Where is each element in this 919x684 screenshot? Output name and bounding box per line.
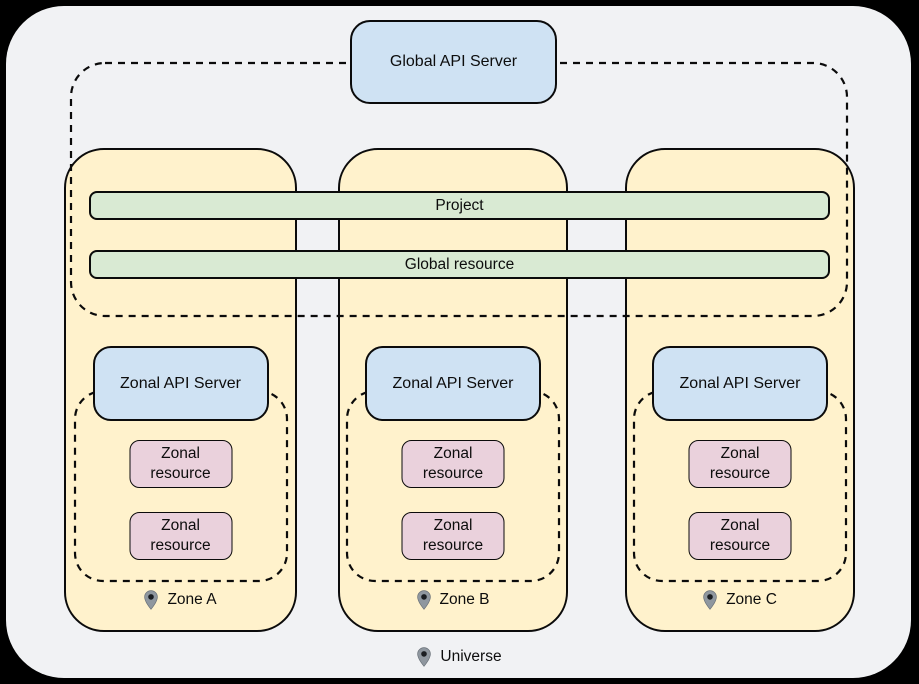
location-pin-icon <box>144 590 159 610</box>
zonal-resource-label: Zonal resource <box>150 517 211 554</box>
zone-b-container: Zonal resource Zonal resource Zonal API … <box>338 148 568 632</box>
zone-label: Zone B <box>340 590 566 610</box>
zone-name: Zone C <box>726 591 777 608</box>
zonal-api-server: Zonal API Server <box>365 346 541 421</box>
zone-label: Zone C <box>627 590 853 610</box>
zonal-resource: Zonal resource <box>688 512 792 560</box>
zone-a-container: Zonal resource Zonal resource Zonal API … <box>64 148 297 632</box>
universe-name: Universe <box>440 648 502 665</box>
zone-label: Zone A <box>66 590 295 610</box>
zone-name: Zone A <box>167 591 217 608</box>
zonal-resource-label: Zonal resource <box>422 517 484 554</box>
zonal-resource-label: Zonal resource <box>150 445 211 482</box>
zonal-api-server-label: Zonal API Server <box>120 374 241 392</box>
zonal-resource: Zonal resource <box>401 440 505 488</box>
zonal-resource: Zonal resource <box>129 440 232 488</box>
location-pin-icon <box>417 647 432 667</box>
zonal-resource-label: Zonal resource <box>422 445 484 482</box>
zonal-resource-label: Zonal resource <box>709 445 771 482</box>
global-resource-bar: Global resource <box>89 250 830 279</box>
location-pin-icon <box>416 590 431 610</box>
zonal-resource: Zonal resource <box>688 440 792 488</box>
zonal-resource-label: Zonal resource <box>709 517 771 554</box>
zonal-api-server: Zonal API Server <box>92 346 269 421</box>
location-pin-icon <box>703 590 717 610</box>
global-api-server: Global API Server <box>350 20 557 104</box>
zonal-api-server-label: Zonal API Server <box>392 374 514 392</box>
global-api-server-label: Global API Server <box>389 53 518 70</box>
zone-name: Zone B <box>439 591 490 608</box>
zonal-api-server: Zonal API Server <box>652 346 828 421</box>
zonal-api-server-label: Zonal API Server <box>679 374 801 392</box>
project-bar: Project <box>89 191 830 220</box>
zone-c-container: Zonal resource Zonal resource Zonal API … <box>625 148 855 632</box>
zonal-resource: Zonal resource <box>129 512 232 560</box>
global-resource-bar-label: Global resource <box>404 255 515 273</box>
project-bar-label: Project <box>435 196 484 214</box>
universe-label: Universe <box>0 644 919 670</box>
zonal-resource: Zonal resource <box>401 512 505 560</box>
